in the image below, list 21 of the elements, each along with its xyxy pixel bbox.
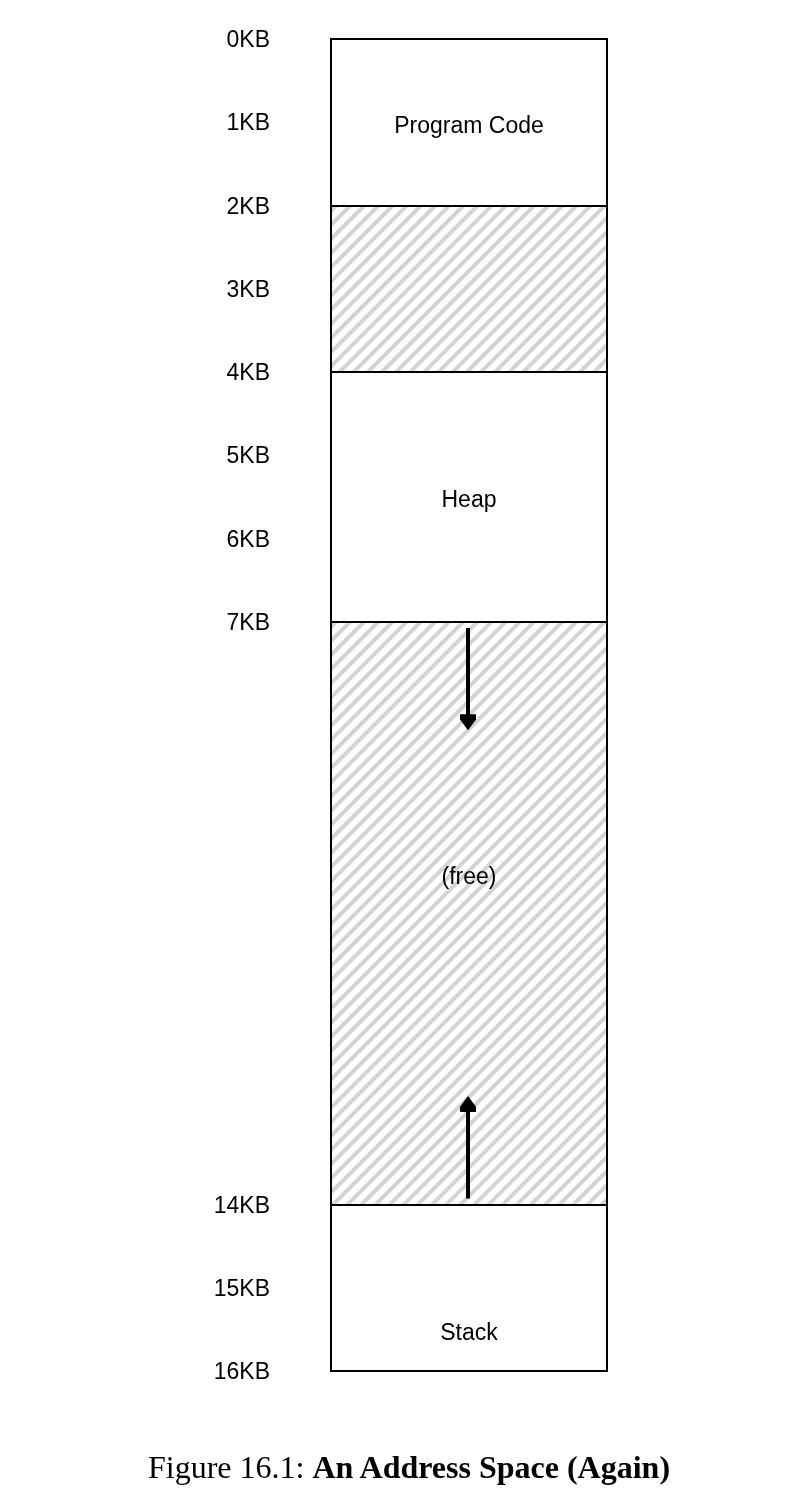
address-label: 3KB <box>226 275 270 302</box>
address-label: 6KB <box>226 525 270 552</box>
figure-caption: Figure 16.1: An Address Space (Again) <box>147 1448 671 1486</box>
address-label: 7KB <box>226 608 270 635</box>
memory-segment <box>330 1203 608 1372</box>
memory-segment <box>330 371 608 623</box>
address-label: 5KB <box>226 442 270 469</box>
memory-segment <box>330 38 608 207</box>
address-label: 1KB <box>226 109 270 136</box>
unused-segment <box>330 204 608 373</box>
free-segment <box>330 620 608 1206</box>
segment-label: Heap <box>441 486 497 512</box>
address-label: 2KB <box>226 192 270 219</box>
address-label: 4KB <box>226 359 270 385</box>
address-label: 15KB <box>213 1274 270 1301</box>
segment-label: Program Code <box>394 112 544 138</box>
address-label: 14KB <box>213 1191 270 1218</box>
address-label: 0KB <box>226 26 270 52</box>
address-label: 16KB <box>213 1358 270 1384</box>
segment-label: (free) <box>441 862 497 889</box>
segment-label: Stack <box>440 1318 498 1345</box>
